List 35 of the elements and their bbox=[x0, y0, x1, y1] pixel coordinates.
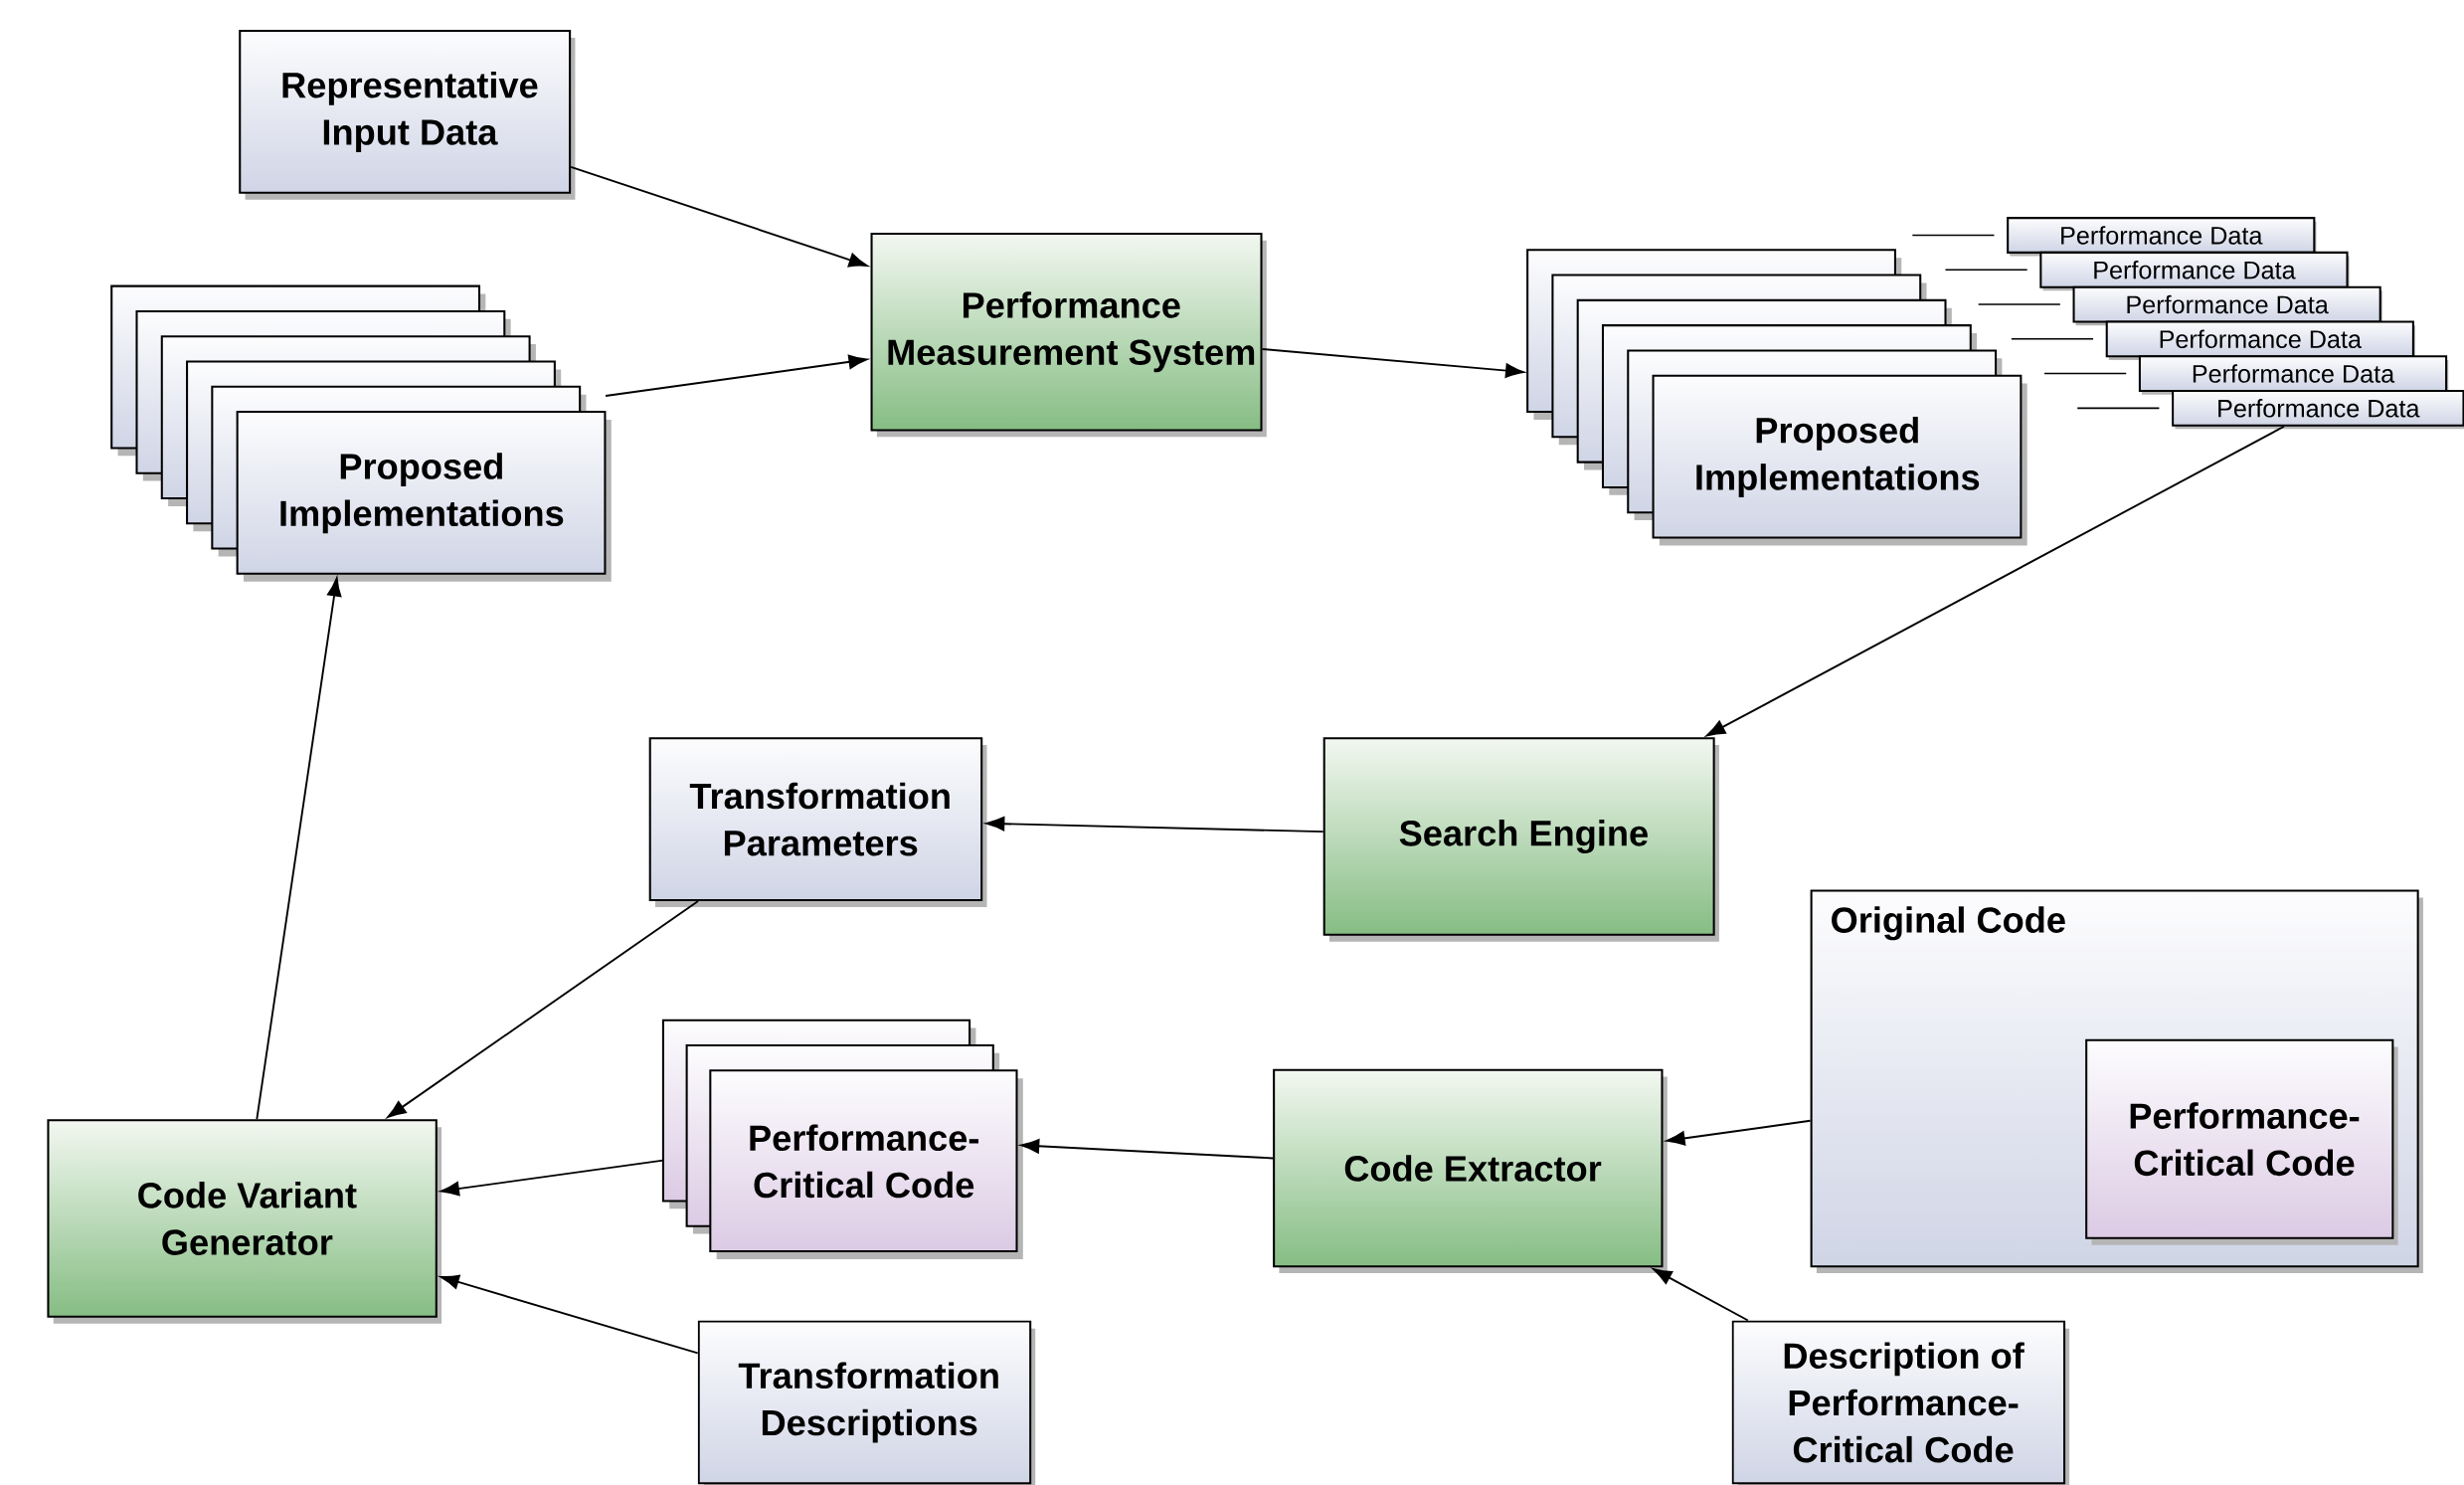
data-tag: Performance Data bbox=[2007, 216, 2317, 257]
process-box: Search Engine bbox=[1322, 737, 1719, 942]
data-tag: Performance Data bbox=[2105, 320, 2416, 360]
data-box: Transformation Parameters bbox=[648, 737, 987, 907]
data-box: Transformation Descriptions bbox=[697, 1320, 1036, 1485]
card-stack: Proposed Implementations bbox=[1526, 249, 2027, 546]
arrow bbox=[570, 165, 868, 268]
code-box: Performance-Critical Code bbox=[2085, 1038, 2398, 1245]
process-box: Code Variant Generator bbox=[47, 1119, 442, 1324]
arrow bbox=[1020, 1138, 1275, 1160]
short-line bbox=[2076, 407, 2161, 409]
card-stack: Proposed Implementations bbox=[110, 284, 612, 582]
short-line bbox=[2043, 372, 2128, 375]
short-line bbox=[1911, 234, 1996, 237]
arrow bbox=[387, 899, 699, 1118]
short-line bbox=[1944, 269, 2028, 271]
arrow bbox=[440, 1159, 664, 1197]
card-stack: Performance-Critical Code bbox=[661, 1019, 1023, 1259]
arrow bbox=[1666, 1119, 1812, 1146]
arrow bbox=[1706, 425, 2285, 736]
data-tag: Performance Data bbox=[2138, 354, 2449, 395]
data-tag: Performance Data bbox=[2039, 251, 2350, 291]
process-box: Performance Measurement System bbox=[870, 232, 1267, 438]
arrow bbox=[605, 354, 868, 397]
arrow bbox=[440, 1274, 699, 1354]
arrow bbox=[985, 816, 1324, 833]
short-line bbox=[1977, 303, 2061, 305]
short-line bbox=[2011, 337, 2094, 340]
process-box: Code Extractor bbox=[1273, 1068, 1668, 1273]
arrow bbox=[1653, 1268, 1749, 1322]
data-box: Description of Performance-Critical Code bbox=[1731, 1320, 2070, 1485]
data-box: Representative Input Data bbox=[239, 29, 576, 200]
data-tag: Performance Data bbox=[2172, 389, 2464, 430]
arrow bbox=[256, 577, 342, 1120]
data-tag: Performance Data bbox=[2072, 285, 2382, 325]
